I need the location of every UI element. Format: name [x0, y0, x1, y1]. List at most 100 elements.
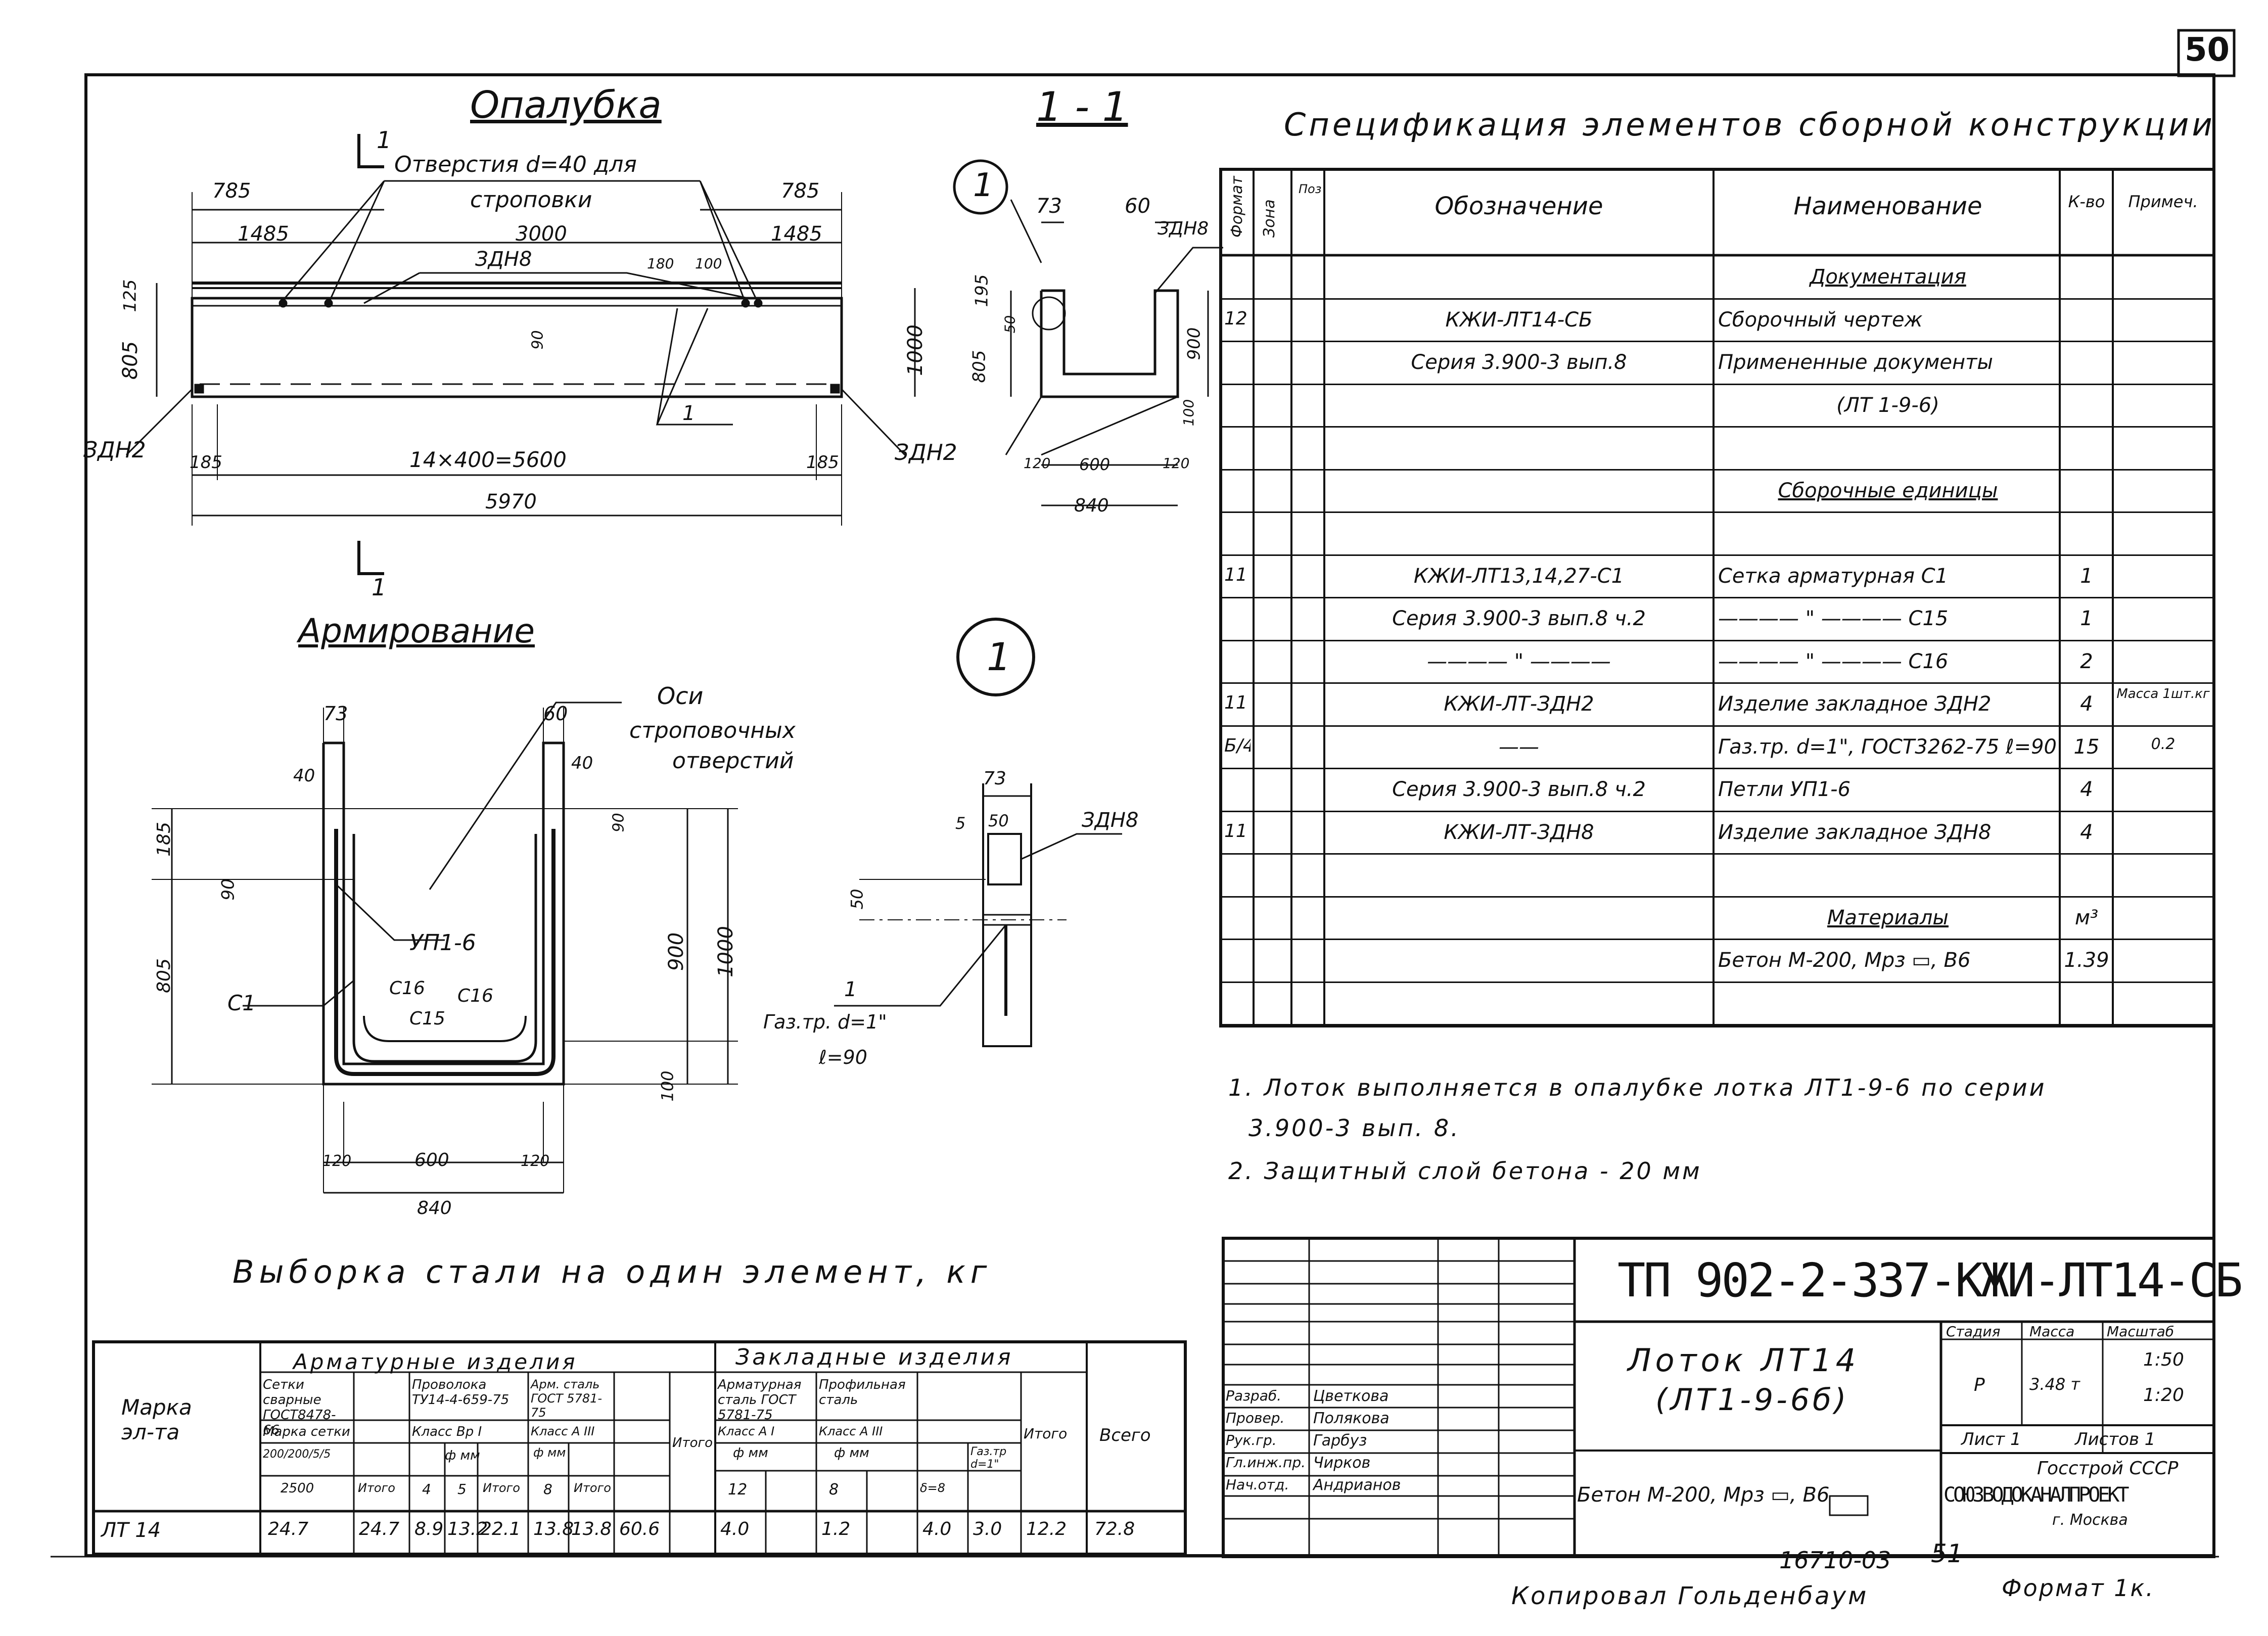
- stage-header: Стадия: [1946, 1323, 2001, 1340]
- steel-h-4: 4: [422, 1481, 431, 1498]
- spec-cell: Петли УП1-6: [1718, 778, 1851, 801]
- formwork-title: Опалубка: [470, 83, 662, 127]
- spec-row-line: [1221, 725, 2214, 727]
- spec-cell: Сборочный чертеж: [1718, 308, 1923, 332]
- spec-cell: 1: [2080, 607, 2093, 630]
- steel-h-itogo-1: Итого: [672, 1435, 713, 1451]
- spec-cell: 4: [2080, 692, 2093, 716]
- steel-title: Выборка стали на один элемент, кг: [233, 1253, 992, 1290]
- rf-dim-90a: 90: [218, 878, 239, 901]
- steel-cell: 13.2: [447, 1519, 488, 1539]
- doc-code: ТП 902-2-337-КЖИ-ЛТ14-СБ: [1617, 1253, 2243, 1307]
- sec-dim-195: 195: [971, 274, 992, 307]
- spec-cell: КЖИ-ЛТ-ЗДН8: [1444, 820, 1594, 844]
- item-1-label: 1: [682, 402, 696, 425]
- rf-dim-60: 60: [543, 703, 568, 725]
- sec-dim-73: 73: [1036, 195, 1062, 218]
- bottom-number: 51: [1931, 1539, 1963, 1568]
- section-1-1: [1005, 199, 1223, 506]
- rf-dim-600: 600: [414, 1150, 449, 1171]
- spec-cell: Серия 3.900-3 вып.8 ч.2: [1392, 607, 1646, 630]
- spec-cell: 11: [1224, 564, 1247, 585]
- spec-row-line: [1221, 768, 2214, 769]
- title-block-frame: [1222, 1237, 2215, 1558]
- spec-cell: ———— " ———— С16: [1718, 649, 1949, 673]
- sec-dim-840: 840: [1074, 495, 1109, 516]
- spec-header-5: К-во: [2068, 192, 2105, 211]
- spec-cell: ——: [1499, 735, 1539, 759]
- spec-row-line: [1221, 426, 2214, 428]
- spec-cell: Масса 1шт.кг: [2116, 686, 2210, 702]
- rf-dim-90b: 90: [610, 813, 628, 832]
- sec-dim-50: 50: [1001, 315, 1019, 334]
- item-name-1: Лоток ЛТ14: [1628, 1342, 1860, 1379]
- spec-cell: Б/4: [1224, 735, 1251, 756]
- steel-cell: 22.1: [480, 1519, 521, 1539]
- spec-row-line: [1221, 810, 2214, 812]
- steel-h-d8: δ=8: [920, 1481, 946, 1495]
- node-length: ℓ=90: [819, 1046, 867, 1068]
- steel-h-pipe: Газ.тр d=1": [970, 1445, 1007, 1471]
- spec-row-line: [1221, 1024, 2214, 1025]
- rf-dim-40b: 40: [571, 753, 593, 773]
- steel-cell: 4.0: [922, 1519, 952, 1539]
- spec-cell: Сборочные единицы: [1778, 479, 1998, 502]
- steel-h-dia-4: ф мм: [834, 1445, 869, 1461]
- node-zdn8: ЗДН8: [1082, 809, 1139, 832]
- steel-h-itogo-3: Итого: [358, 1481, 395, 1495]
- org-2: СОЮЗВОДОКАНАЛПРОЕКТ: [1943, 1483, 2130, 1507]
- rf-c16b: С16: [457, 986, 493, 1006]
- formwork-elevation: [125, 134, 916, 575]
- role-name: Гарбуз: [1313, 1432, 1367, 1450]
- role-label: Нач.отд.: [1226, 1476, 1289, 1493]
- spec-cell: 12: [1224, 308, 1247, 329]
- section-mark-top: 1: [377, 126, 392, 154]
- node-callout-circle: [953, 159, 1008, 215]
- scale-value-1: 1:50: [2143, 1349, 2184, 1370]
- dim-5970: 5970: [485, 490, 537, 513]
- spec-cell: 11: [1224, 692, 1247, 713]
- steel-cell: 8.9: [414, 1519, 444, 1539]
- node-dim-50v: 50: [847, 889, 867, 910]
- rf-c15: С15: [409, 1008, 445, 1029]
- steel-cell: 12.2: [1026, 1519, 1067, 1539]
- spec-row-line: [1221, 341, 2214, 342]
- steel-cell: 1.2: [821, 1519, 851, 1539]
- steel-h-profile: Профильная сталь: [819, 1377, 906, 1408]
- steel-h-class-a3: Класс А III: [531, 1424, 595, 1438]
- sec-dim-120a: 120: [1024, 455, 1051, 472]
- item-name-2: (ЛТ1-9-6б): [1655, 1382, 1849, 1418]
- sec-zdn8: ЗДН8: [1158, 218, 1209, 239]
- section-mark-bottom: 1: [372, 574, 387, 601]
- rf-dim-100: 100: [658, 1070, 677, 1102]
- spec-row-line: [1221, 554, 2214, 556]
- spec-cell: ———— " ———— С15: [1718, 607, 1949, 630]
- dim-100: 100: [695, 255, 722, 272]
- node-pipe: Газ.тр. d=1": [763, 1011, 887, 1033]
- dim-14x400: 14×400=5600: [409, 447, 567, 472]
- scale-header: Масштаб: [2107, 1323, 2174, 1340]
- steel-group-embedded: Закладные изделия: [735, 1344, 1013, 1370]
- rf-dim-805: 805: [153, 958, 174, 993]
- spec-cell: 4: [2080, 820, 2093, 844]
- rf-axes-1: Оси: [657, 682, 704, 710]
- steel-h-itogo-5: Итого: [574, 1481, 611, 1495]
- spec-cell: Изделие закладное ЗДН2: [1718, 692, 1992, 716]
- dim-185-right: 185: [806, 452, 839, 473]
- dim-785-right: 785: [781, 179, 820, 203]
- steel-h-dia-1: ф мм: [445, 1448, 480, 1463]
- mass-header: Масса: [2029, 1323, 2075, 1340]
- spec-row-line: [1221, 639, 2214, 641]
- role-label: Разраб.: [1226, 1387, 1282, 1404]
- note-2: 2. Защитный слой бетона - 20 мм: [1228, 1157, 1702, 1185]
- steel-h-class-bp: Класс Вр I: [412, 1424, 482, 1439]
- role-name: Цветкова: [1313, 1387, 1389, 1405]
- format-label: Формат 1к.: [2002, 1574, 2155, 1602]
- rf-dim-73: 73: [323, 703, 348, 725]
- sec-dim-805: 805: [969, 350, 990, 383]
- node-dim-5: 5: [955, 814, 966, 833]
- node-dim-50: 50: [988, 811, 1009, 830]
- steel-h-rebar-steel: Арматурная сталь ГОСТ 5781-75: [718, 1377, 802, 1423]
- rf-dim-1000: 1000: [714, 926, 737, 977]
- page-number-box: [2177, 29, 2236, 77]
